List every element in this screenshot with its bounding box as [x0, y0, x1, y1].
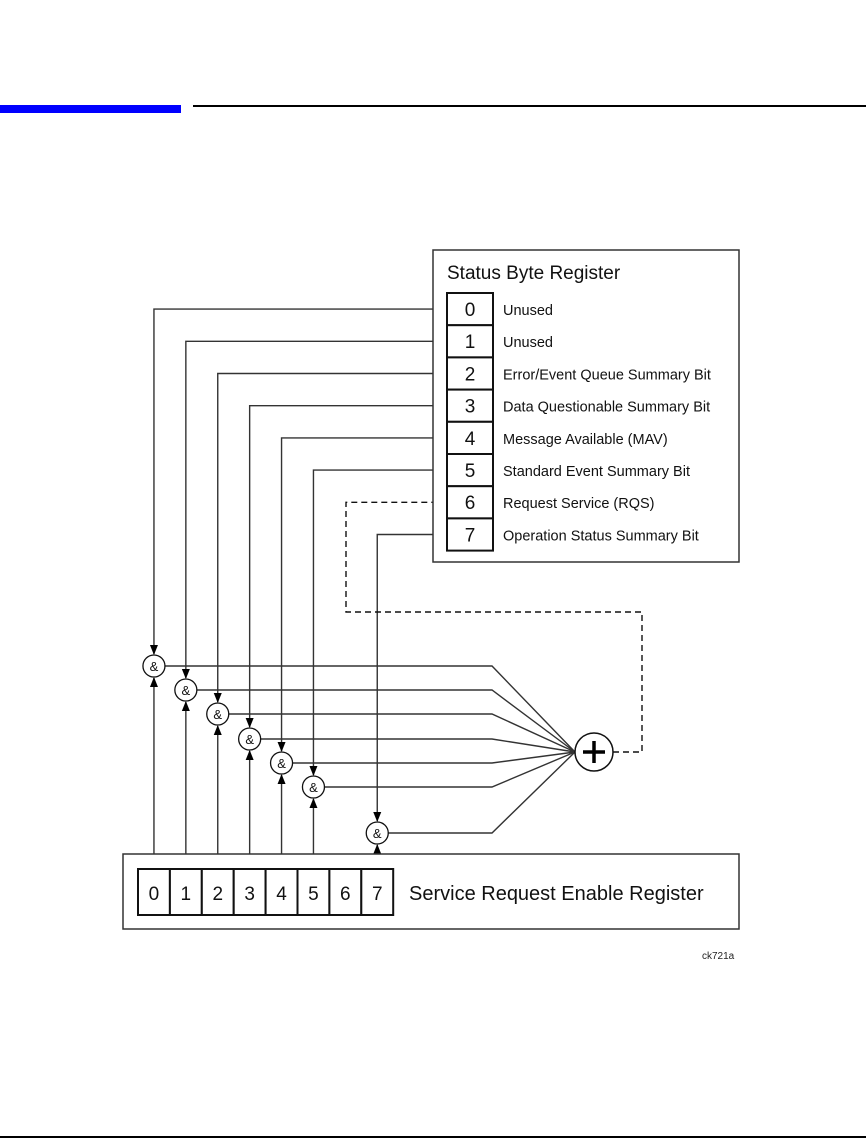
status-bit-number: 4 [465, 429, 476, 450]
and-gate-5 [301, 775, 326, 799]
sre-bit-cell-6 [328, 868, 363, 916]
sre-bit-number: 5 [308, 884, 319, 905]
status-to-and-wire-5 [309, 469, 447, 776]
status-bit-number: 3 [465, 397, 476, 418]
and-gate-7 [365, 821, 389, 845]
status-bit-cell-7 [446, 517, 494, 552]
header-accent-bar [0, 105, 181, 113]
rqs-feedback-wire [345, 498, 643, 753]
status-to-and-wire-4 [277, 437, 447, 752]
status-bit-label: Data Questionable Summary Bit [503, 400, 710, 416]
and-gate-1 [174, 678, 198, 702]
status-bit-number: 2 [465, 364, 476, 385]
status-bit-label: Error/Event Queue Summary Bit [503, 367, 711, 383]
sre-bit-cell-1 [168, 868, 203, 916]
status-to-and-wire-0 [149, 308, 447, 655]
and-gate-4 [269, 751, 294, 775]
figure-id: ck721a [702, 951, 735, 962]
sre-bit-cell-5 [296, 868, 331, 916]
status-bit-number: 6 [465, 493, 476, 514]
footer-rule [0, 1136, 866, 1138]
sre-bit-number: 3 [244, 884, 255, 905]
status-bit-number: 0 [465, 300, 476, 321]
header-rule [193, 105, 866, 107]
status-bit-label: Standard Event Summary Bit [503, 464, 690, 480]
and-symbol: & [245, 732, 254, 747]
status-bit-label: Operation Status Summary Bit [503, 528, 699, 544]
sre-bit-number: 1 [181, 884, 192, 905]
and-to-or-wire-7 [388, 751, 576, 834]
status-bit-label: Request Service (RQS) [503, 496, 655, 512]
and-symbol: & [182, 683, 191, 698]
sre-bit-cell-7 [360, 868, 395, 916]
sre-bit-number: 0 [149, 884, 160, 905]
and-gate-0 [142, 654, 166, 678]
and-to-or-wire-2 [228, 713, 576, 753]
status-to-and-wire-1 [181, 340, 447, 679]
status-bit-cell-6 [446, 485, 494, 520]
status-bit-label: Message Available (MAV) [503, 432, 668, 448]
and-to-or-wire-3 [260, 738, 576, 753]
sre-bit-cell-4 [264, 868, 299, 916]
status-bit-label: Unused [503, 335, 553, 351]
sre-bit-number: 6 [340, 884, 351, 905]
and-gate-2 [206, 702, 230, 726]
status-bit-number: 7 [465, 525, 476, 546]
status-bit-number: 1 [465, 332, 476, 353]
status-bit-number: 5 [465, 461, 476, 482]
and-symbol: & [309, 780, 318, 795]
sre-bit-number: 2 [212, 884, 223, 905]
sre-register-title: Service Request Enable Register [409, 883, 704, 905]
sre-bit-number: 7 [372, 884, 383, 905]
status-byte-register-title: Status Byte Register [447, 263, 621, 284]
sre-bit-number: 4 [276, 884, 287, 905]
and-symbol: & [277, 756, 286, 771]
sre-bit-cell-0 [137, 868, 171, 916]
and-to-or-wire-1 [196, 689, 576, 753]
and-to-or-wire-0 [164, 665, 576, 753]
and-to-or-wire-4 [292, 751, 576, 764]
status-bit-cell-1 [446, 324, 494, 359]
status-bit-cell-5 [446, 453, 494, 488]
status-to-and-wire-3 [245, 405, 447, 728]
and-to-or-wire-5 [324, 751, 576, 788]
and-symbol: & [373, 826, 382, 841]
status-to-and-wire-2 [213, 372, 447, 703]
and-symbol: & [150, 659, 159, 674]
status-to-and-wire-7 [373, 533, 447, 822]
sre-bit-cell-2 [200, 868, 235, 916]
and-gate-3 [237, 727, 262, 751]
status-bit-label: Unused [503, 303, 553, 319]
and-symbol: & [213, 707, 222, 722]
